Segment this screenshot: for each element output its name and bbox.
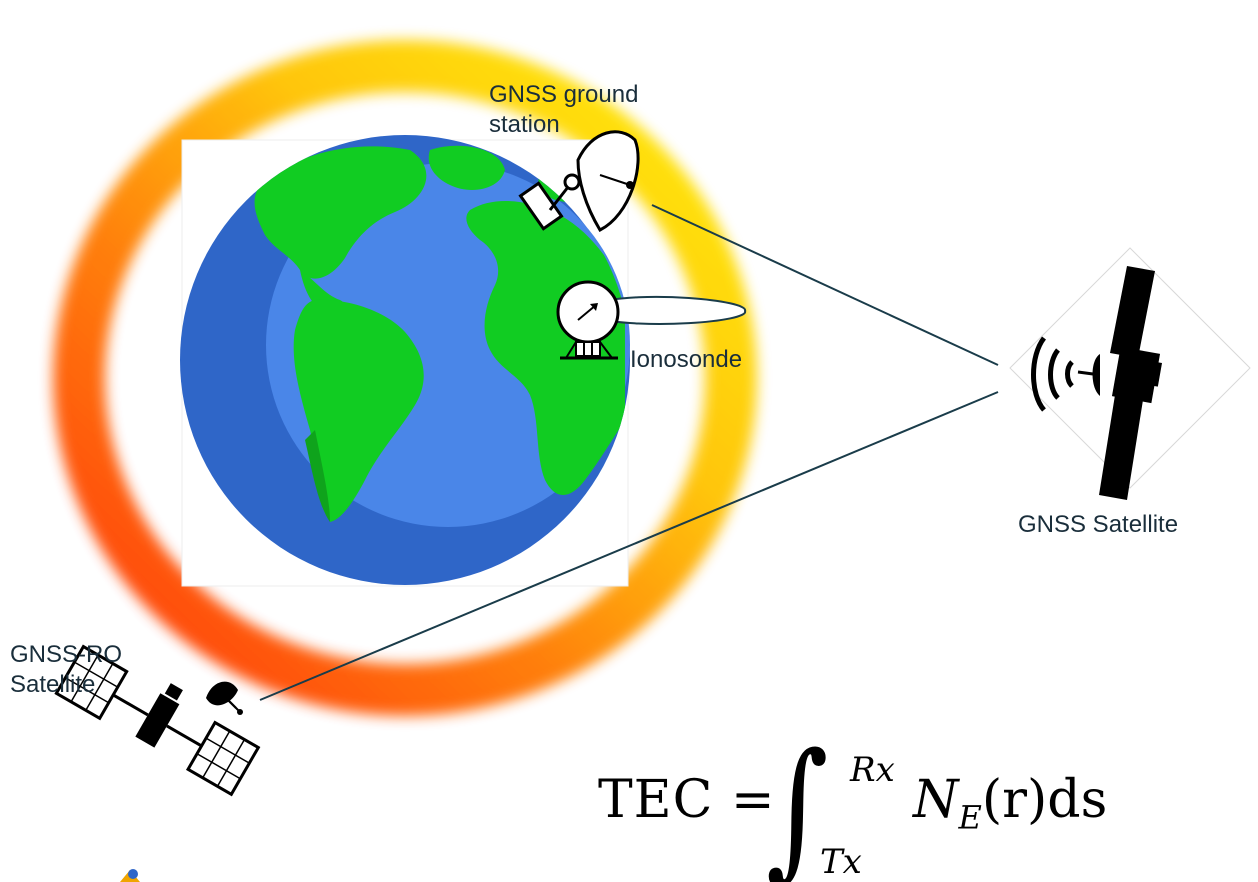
ground-link-line xyxy=(651,204,999,366)
integral-sign: ∫ xyxy=(766,722,829,882)
ro-satellite-icon xyxy=(54,644,261,797)
ro-satellite-label: GNSS-RO Satellite xyxy=(10,640,122,700)
formula-lower-limit: Tx xyxy=(820,842,862,882)
ground-station-label-line2: station xyxy=(489,111,560,138)
ground-station-label: GNSS ground station xyxy=(489,80,638,140)
radar-dish-icon xyxy=(556,280,747,360)
ground-station-label-line1: GNSS ground xyxy=(489,81,639,108)
tec-formula: TEC = ∫ Rx Tx NE(r)ds xyxy=(598,722,1107,882)
logo-icon xyxy=(120,869,140,882)
ionosonde-label: Ionosonde xyxy=(630,346,743,373)
earth-globe-icon xyxy=(180,135,630,585)
integrand-subscript: E xyxy=(958,798,982,837)
satellite-dish-icon xyxy=(518,130,640,232)
ro-satellite-label-line1: GNSS-RO xyxy=(10,641,123,668)
gnss-satellite-label: GNSS Satellite xyxy=(1018,511,1179,538)
satellite-icon xyxy=(1009,247,1251,500)
ionosphere-ring xyxy=(53,40,757,716)
signal-lines xyxy=(259,204,999,701)
integrand-rest: (r)ds xyxy=(981,770,1108,830)
ro-satellite-label-line2: Satellite xyxy=(10,671,96,698)
formula-upper-limit: Rx xyxy=(850,750,895,790)
occultation-link-line xyxy=(259,391,999,701)
formula-lhs: TEC = xyxy=(598,770,776,830)
integrand-base: N xyxy=(913,770,959,830)
formula-integrand: NE(r)ds xyxy=(913,772,1107,845)
